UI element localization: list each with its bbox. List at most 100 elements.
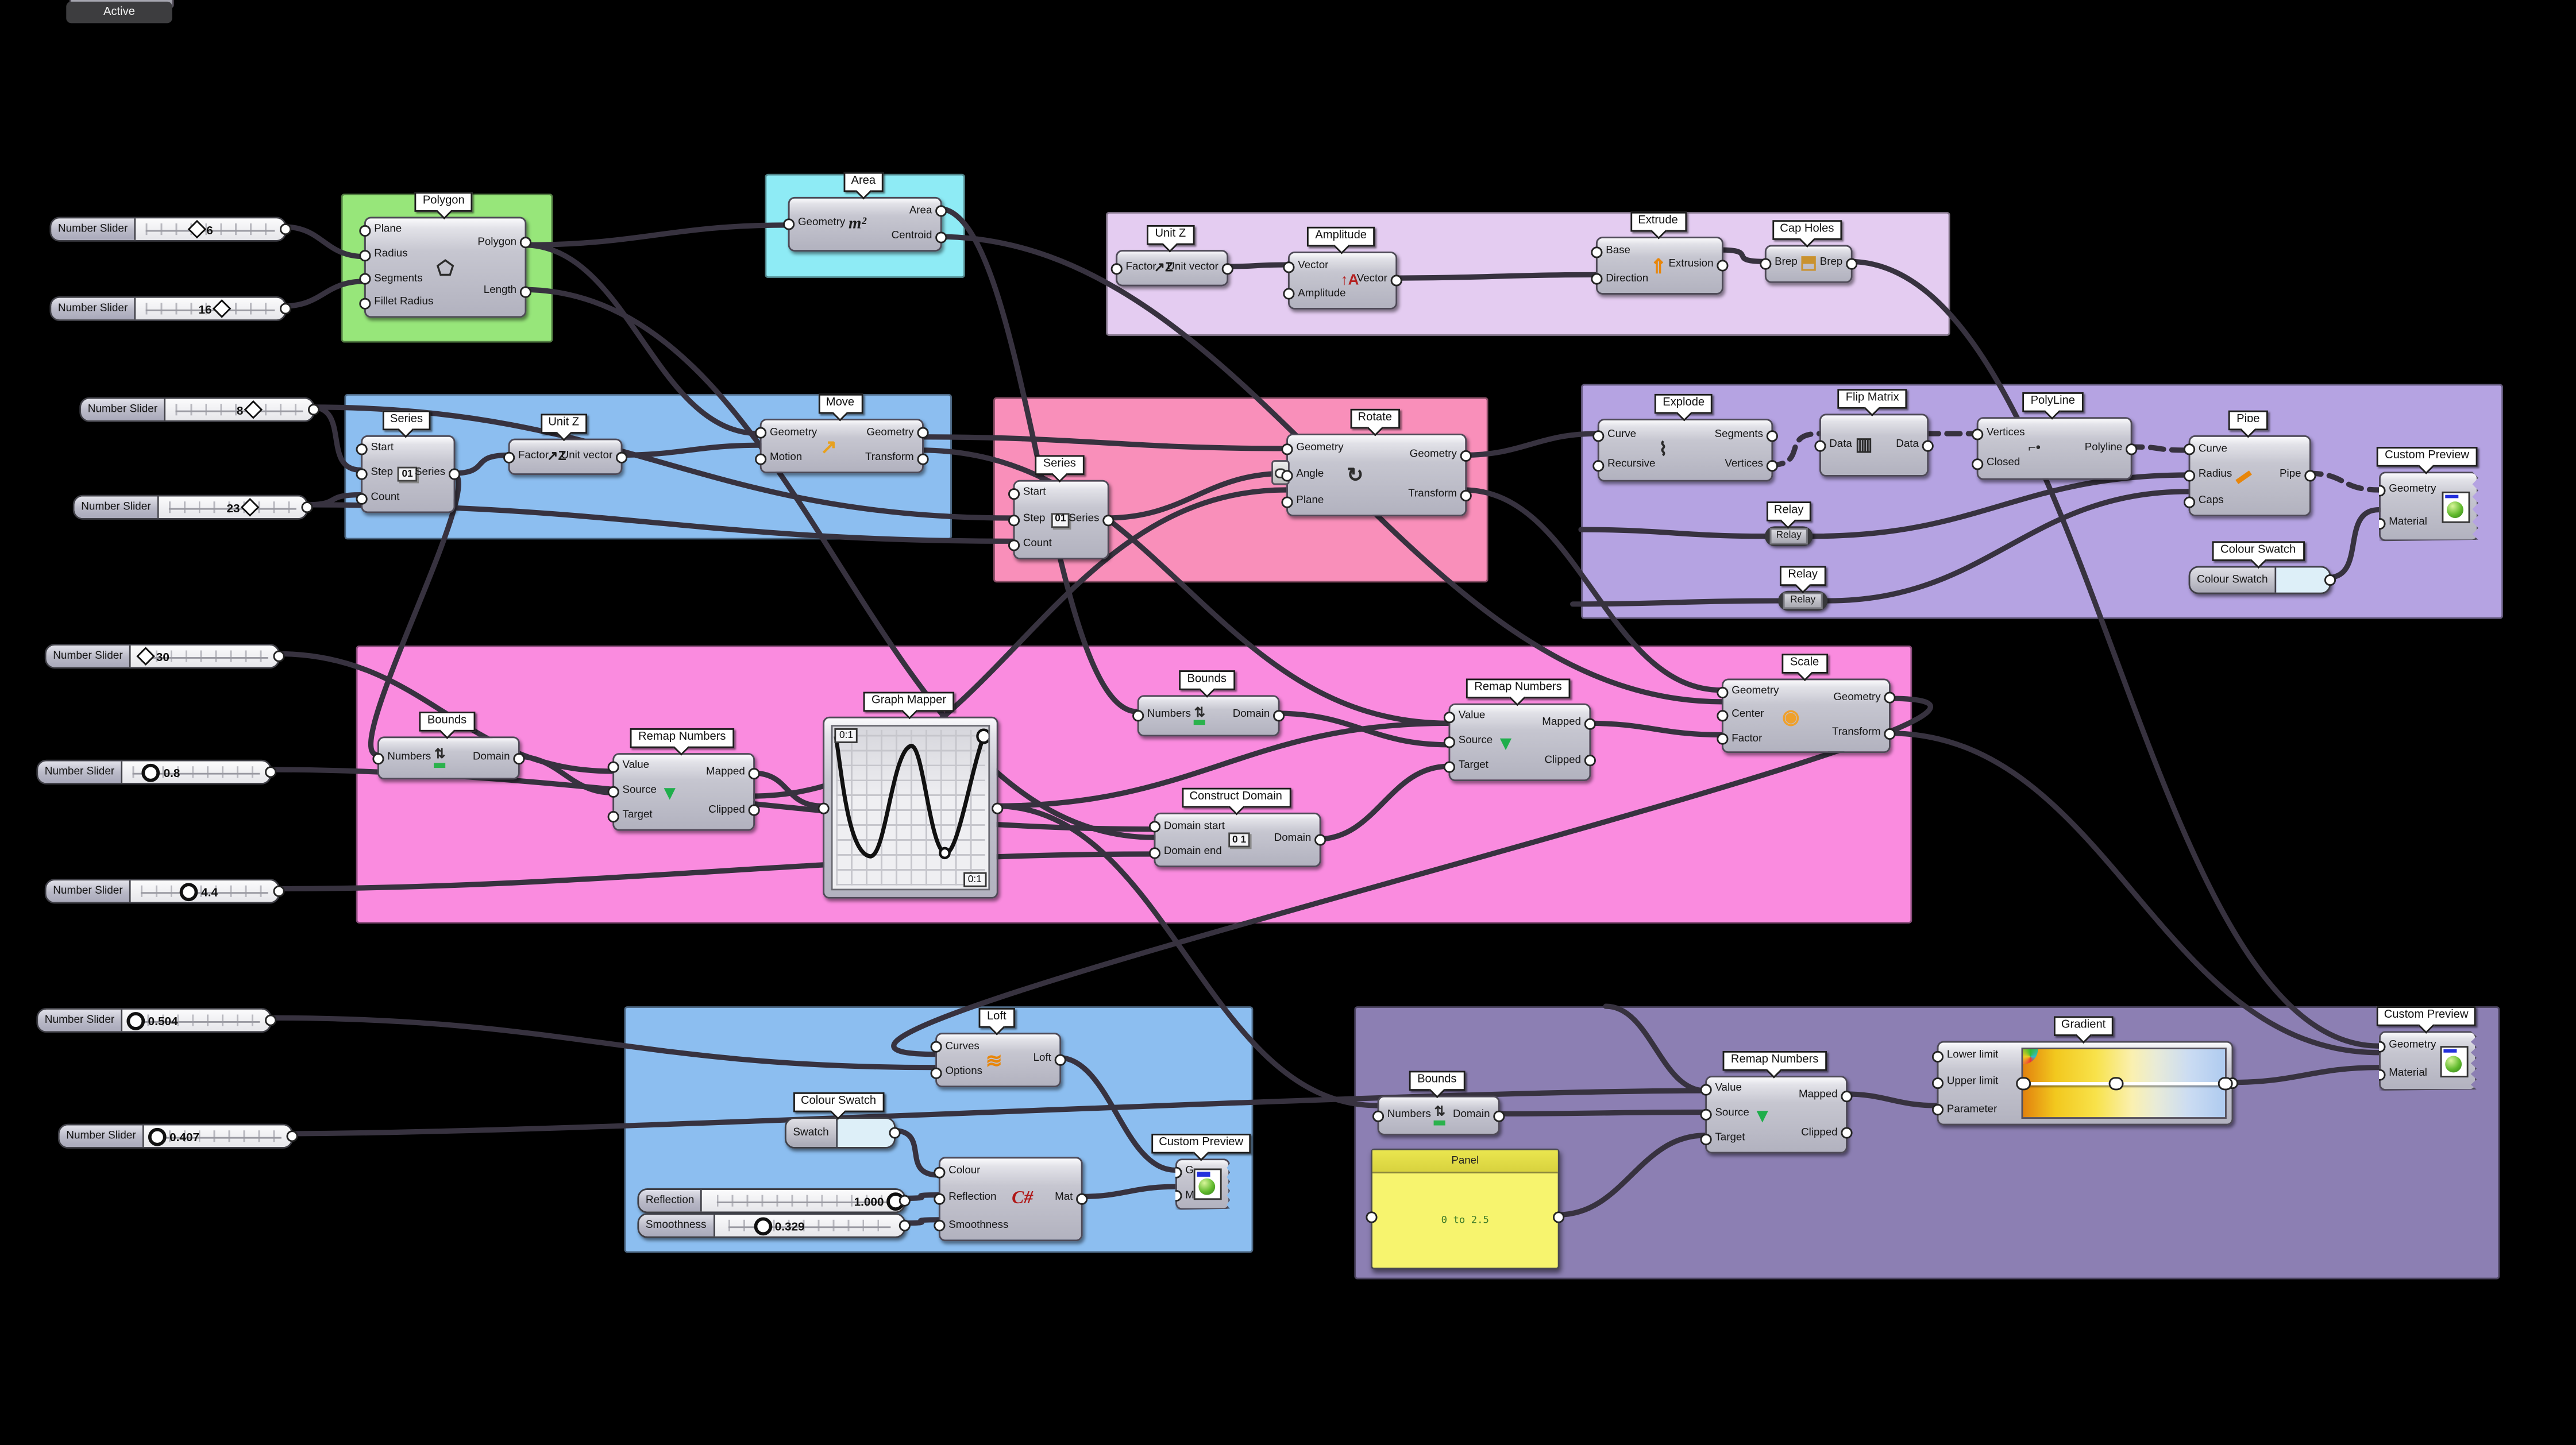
- polyline-node-input-pin-1[interactable]: [1972, 457, 1984, 469]
- csharp-material-node-input-pin-0[interactable]: [934, 1166, 946, 1178]
- number-slider-0-407-track[interactable]: 0.407: [144, 1125, 292, 1148]
- unit-z-node-1-output-pin-0[interactable]: [1221, 262, 1233, 274]
- custom-preview-node-gradient-input-pin-0[interactable]: [2379, 1041, 2386, 1053]
- number-slider-0-504-output-pin[interactable]: [265, 1014, 277, 1026]
- scale-node-input-pin-2[interactable]: [1717, 733, 1729, 745]
- rotate-node-output-pin-0[interactable]: [1460, 449, 1472, 461]
- amplitude-node-input-pin-1[interactable]: [1283, 288, 1295, 300]
- scale-node-output-pin-0[interactable]: [1884, 692, 1896, 704]
- series-node-2-input-pin-1[interactable]: [1008, 513, 1020, 526]
- number-slider-6-grip-cluster[interactable]: 6: [187, 219, 213, 239]
- relay-node-2[interactable]: Relay: [1777, 590, 1828, 611]
- explode-node-output-pin-0[interactable]: [1766, 429, 1778, 441]
- polygon-node-output-pin-1[interactable]: [519, 285, 532, 298]
- series-node-2-input-pin-0[interactable]: [1008, 488, 1020, 500]
- reflection-slider-output-pin[interactable]: [898, 1195, 911, 1207]
- bounds-node-3-input-pin-0[interactable]: [1372, 1110, 1385, 1122]
- csharp-material-node-input-pin-2[interactable]: [934, 1220, 946, 1232]
- colour-swatch-node-loft[interactable]: Swatch: [784, 1117, 901, 1149]
- series-node-1-input-pin-1[interactable]: [356, 468, 368, 480]
- remap-numbers-node-2-input-pin-1[interactable]: [1443, 736, 1456, 748]
- custom-preview-node-pipe-input-pin-1[interactable]: [2379, 517, 2386, 529]
- pipe-node-output-pin-0[interactable]: [2304, 470, 2316, 482]
- area-node-output-pin-0[interactable]: [935, 206, 947, 218]
- colour-swatch-node-loft-color[interactable]: [837, 1119, 894, 1148]
- rotate-node-output-pin-1[interactable]: [1460, 489, 1472, 501]
- bounds-node-2[interactable]: Numbers⇅Domain: [1132, 695, 1285, 737]
- colour-swatch-node-purple[interactable]: Colour Swatch: [2188, 566, 2336, 594]
- graph-mapper-node-output-pin[interactable]: [992, 802, 1004, 814]
- polyline-node-input-pin-0[interactable]: [1972, 427, 1984, 440]
- csharp-material-node-output-pin-0[interactable]: [1076, 1193, 1088, 1205]
- number-slider-0-407-grip-cluster[interactable]: 0.407: [148, 1127, 199, 1146]
- number-slider-23-grip[interactable]: [240, 497, 260, 517]
- amplitude-node-input-pin-0[interactable]: [1283, 261, 1295, 273]
- explode-node-input-pin-0[interactable]: [1592, 429, 1605, 441]
- loft-node-input-pin-1[interactable]: [930, 1067, 942, 1079]
- polygon-node-input-pin-1[interactable]: [359, 249, 371, 261]
- custom-preview-node-loft-input-pin-0[interactable]: [1175, 1166, 1182, 1179]
- reflection-slider-track[interactable]: 1.000: [702, 1189, 905, 1212]
- bounds-node-2-output-pin-0[interactable]: [1273, 710, 1285, 722]
- polygon-node-output-pin-0[interactable]: [519, 237, 532, 249]
- colour-swatch-node-purple-output-pin[interactable]: [2324, 574, 2336, 586]
- flip-matrix-node-input-pin-0[interactable]: [1814, 439, 1826, 451]
- move-node-output-pin-1[interactable]: [917, 453, 929, 465]
- number-slider-23-output-pin[interactable]: [301, 501, 313, 513]
- move-node-input-pin-0[interactable]: [755, 427, 767, 439]
- extrude-node-output-pin-0[interactable]: [1717, 260, 1729, 272]
- relay-node-1[interactable]: Relay: [1764, 526, 1813, 546]
- gradient-node-input-pin-0[interactable]: [1931, 1050, 1944, 1062]
- number-slider-16-grip-cluster[interactable]: 16: [198, 299, 232, 318]
- number-slider-8-grip-cluster[interactable]: 8: [237, 400, 263, 419]
- flip-matrix-node-output-pin-0[interactable]: [1922, 439, 1934, 451]
- bounds-node-3-output-pin-0[interactable]: [1493, 1110, 1505, 1122]
- extrude-node-input-pin-0[interactable]: [1591, 246, 1603, 258]
- custom-preview-node-pipe-input-pin-0[interactable]: [2379, 484, 2386, 496]
- number-slider-4-4-track[interactable]: 4.4: [131, 880, 279, 902]
- loft-node-input-pin-0[interactable]: [930, 1041, 942, 1053]
- csharp-material-node-input-pin-1[interactable]: [934, 1193, 946, 1205]
- gradient-node-gradient-display[interactable]: [2016, 1048, 2232, 1119]
- pipe-node-input-pin-2[interactable]: [2183, 496, 2196, 508]
- number-slider-16-output-pin[interactable]: [280, 303, 292, 315]
- custom-preview-node-gradient-input-pin-1[interactable]: [2379, 1069, 2386, 1081]
- number-slider-0-504-track[interactable]: 0.504: [122, 1009, 270, 1031]
- number-slider-0-8-track[interactable]: 0.8: [122, 761, 270, 783]
- gradient-node-slider-line[interactable]: [2023, 1081, 2226, 1085]
- polygon-node-input-pin-0[interactable]: [359, 225, 371, 237]
- amplitude-node-output-pin-0[interactable]: [1390, 275, 1402, 287]
- number-slider-0-8-grip[interactable]: [142, 763, 160, 782]
- number-slider-6-track[interactable]: 6: [136, 218, 285, 240]
- number-slider-4-4-grip[interactable]: [179, 882, 198, 901]
- area-node-output-pin-1[interactable]: [935, 231, 947, 243]
- gradient-node-input-pin-1[interactable]: [1931, 1077, 1944, 1089]
- number-slider-30-output-pin[interactable]: [273, 650, 285, 662]
- smoothness-slider-grip[interactable]: [753, 1216, 772, 1235]
- pipe-node-input-pin-1[interactable]: [2183, 470, 2196, 482]
- smoothness-slider-output-pin[interactable]: [898, 1219, 911, 1231]
- colour-swatch-node-loft-output-pin[interactable]: [889, 1127, 901, 1139]
- number-slider-8-track[interactable]: 8: [165, 399, 313, 420]
- remap-numbers-node-1-input-pin-0[interactable]: [607, 761, 619, 773]
